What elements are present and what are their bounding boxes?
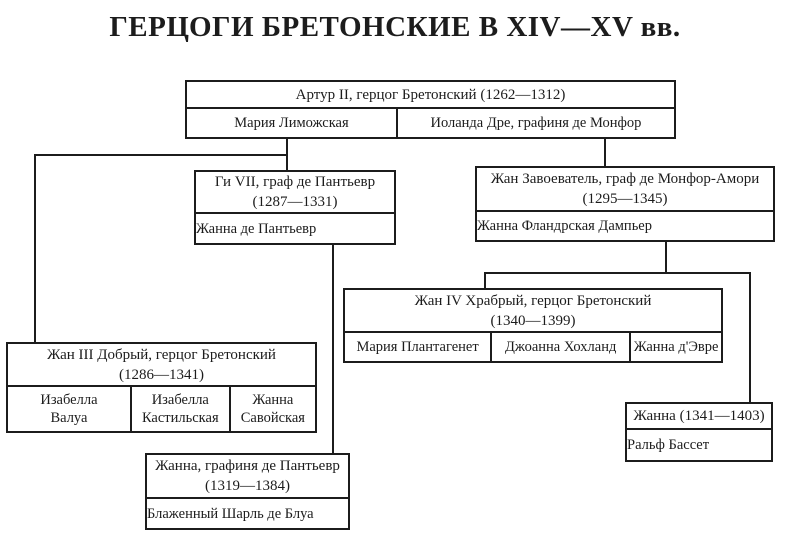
person-box-arthur-ii: Артур II, герцог Бретонский (1262—1312) … [185,80,676,139]
connector-line [286,154,288,172]
person-dates: (1286—1341) [119,366,204,383]
connector-line [665,240,667,274]
person-name-line: Жан III Добрый, герцог Бретонский [47,346,276,363]
spouse-cell: Блаженный Шарль де Блуа [147,505,314,522]
person-name-line: Жанна, графиня де Пантьевр [155,458,340,474]
person-dates: (1287—1331) [252,194,338,210]
person-name: Жанна, графиня де Пантьевр (1319—1384) [147,455,348,499]
spouse-cell: Жанна де Пантьевр [196,220,317,237]
spouse-cell: Мария Лиможская [234,115,349,131]
person-name: Жан Завоеватель, граф де Монфор-Амори (1… [477,168,773,212]
spouse-row: Жанна де Пантьевр [196,214,394,243]
connector-line [749,272,751,404]
diagram-title: ГЕРЦОГИ БРЕТОНСКИЕ В XIV—XV вв. [109,11,681,43]
person-name: Артур II, герцог Бретонский (1262—1312) [187,82,674,109]
connector-line [484,272,486,290]
person-name-line: Жан IV Храбрый, герцог Бретонский [414,292,652,309]
spouse-name: Изабелла Кастильская [141,392,219,426]
spouse-row: Ральф Бассет [627,430,771,460]
spouse-cell: Мария Плантагенет [356,339,479,355]
spouse-name: Изабелла Валуа [40,392,98,426]
person-dates: (1319—1384) [205,478,290,494]
person-name-line: Жан Завоеватель, граф де Монфор-Амори [490,171,760,187]
connector-line [34,154,288,156]
connector-line [286,139,288,155]
person-name: Жан IV Храбрый, герцог Бретонский (1340—… [345,290,721,333]
connector-line [604,139,606,168]
spouse-cell: Жанна Савойская [228,387,315,431]
spouse-cell: Жанна д'Эвре [629,333,721,361]
connector-line [484,272,751,274]
spouse-row: Изабелла Валуа Изабелла Кастильская Жанн… [8,387,315,431]
spouse-name: Жанна Савойская [240,392,305,426]
spouse-cell: Джоанна Хохланд [490,333,629,361]
spouse-row: Жанна Фландрская Дампьер [477,212,773,240]
spouse-cell: Иоланда Дре, графиня де Монфор [395,109,674,137]
spouse-cell: Ральф Бассет [627,437,710,453]
spouse-row: Мария Плантагенет Джоанна Хохланд Жанна … [345,333,721,361]
person-box-jean-conqueror: Жан Завоеватель, граф де Монфор-Амори (1… [475,166,775,242]
person-box-jean-iii: Жан III Добрый, герцог Бретонский (1286—… [6,342,317,433]
spouse-row: Блаженный Шарль де Блуа [147,499,348,528]
person-box-jean-iv: Жан IV Храбрый, герцог Бретонский (1340—… [343,288,723,363]
connector-line [332,243,334,455]
spouse-row: Мария Лиможская Иоланда Дре, графиня де … [187,109,674,137]
person-dates: (1295—1345) [582,191,668,207]
person-box-jeanne: Жанна (1341—1403) Ральф Бассет [625,402,773,462]
person-name: Ги VII, граф де Пантьевр (1287—1331) [196,172,394,214]
person-dates: (1340—1399) [490,312,576,329]
spouse-cell: Изабелла Валуа [8,387,130,431]
person-box-guy-vii: Ги VII, граф де Пантьевр (1287—1331) Жан… [194,170,396,245]
person-name: Жан III Добрый, герцог Бретонский (1286—… [8,344,315,387]
person-name: Жанна (1341—1403) [627,404,771,430]
spouse-cell: Изабелла Кастильская [129,387,229,431]
person-name-line: Ги VII, граф де Пантьевр [214,174,376,190]
spouse-cell: Жанна Фландрская Дампьер [477,218,652,234]
person-box-jeanne-countess: Жанна, графиня де Пантьевр (1319—1384) Б… [145,453,350,530]
connector-line [34,154,36,344]
